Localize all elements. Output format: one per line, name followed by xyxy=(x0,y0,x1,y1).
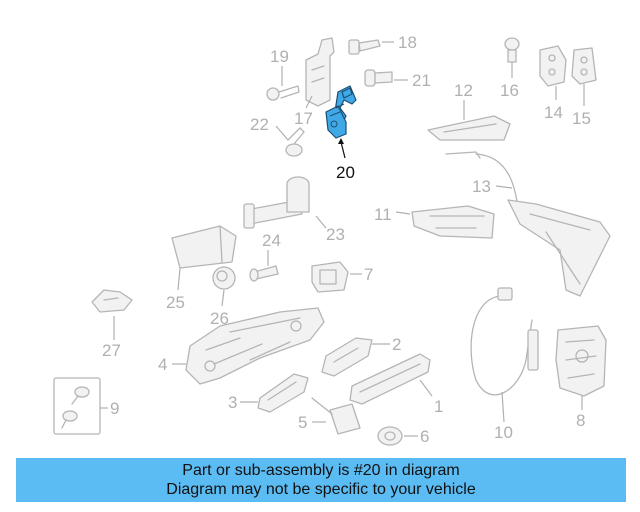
banner-line-1: Part or sub-assembly is #20 in diagram xyxy=(182,462,460,479)
part-19-bolt xyxy=(266,85,300,101)
part-16-screw xyxy=(504,37,520,63)
part-20-highlighted-bracket xyxy=(325,85,357,139)
callout-9: 9 xyxy=(110,399,119,418)
part-6-seal xyxy=(377,426,403,446)
callout-26: 26 xyxy=(210,309,229,328)
part-1-outside-handle xyxy=(349,353,431,405)
callout-24: 24 xyxy=(262,231,281,250)
part-27-clip xyxy=(91,289,133,313)
part-17-bracket xyxy=(305,37,335,107)
callout-16: 16 xyxy=(500,81,519,100)
callout-27: 27 xyxy=(102,341,121,360)
part-10-cable xyxy=(470,287,539,396)
callout-14: 14 xyxy=(544,103,563,122)
callout-22: 22 xyxy=(250,115,269,134)
part-23-door-check xyxy=(243,176,310,229)
part-25-cover xyxy=(171,225,237,269)
callout-7: 7 xyxy=(364,265,373,284)
callout-25: 25 xyxy=(166,293,185,312)
part-21-bolt xyxy=(364,69,393,87)
callout-12: 12 xyxy=(454,81,473,100)
callout-21: 21 xyxy=(412,71,431,90)
callout-8: 8 xyxy=(576,411,585,430)
part-15-pad xyxy=(571,47,597,85)
part-14-hinge xyxy=(539,45,567,87)
part-4-handle-carrier xyxy=(185,307,325,385)
info-banner: Part or sub-assembly is #20 in diagram D… xyxy=(16,458,626,502)
callout-10: 10 xyxy=(494,423,513,442)
part-2-bezel xyxy=(321,337,373,377)
callout-labels: 18 21 19 17 22 20 23 24 25 26 27 7 4 2 1… xyxy=(102,33,591,446)
part-26-grommet xyxy=(212,266,236,290)
part-9-clips xyxy=(53,377,101,435)
callout-18: 18 xyxy=(398,33,417,52)
callout-20: 20 xyxy=(336,163,355,182)
part-13-cable-assembly xyxy=(475,153,611,297)
part-24-pin xyxy=(249,265,279,282)
banner-line-2: Diagram may not be specific to your vehi… xyxy=(166,481,476,498)
part-3-gasket xyxy=(257,373,309,413)
callout-13: 13 xyxy=(472,177,491,196)
callout-6: 6 xyxy=(420,427,429,446)
callout-5: 5 xyxy=(298,413,307,432)
callout-4: 4 xyxy=(158,355,167,374)
callout-1: 1 xyxy=(434,397,443,416)
callout-15: 15 xyxy=(572,109,591,128)
part-22-bolt xyxy=(285,127,305,157)
part-11-inside-handle xyxy=(411,205,495,239)
leader-lines xyxy=(100,41,585,437)
part-18-screw xyxy=(348,39,381,55)
callout-11: 11 xyxy=(374,205,392,224)
callout-17: 17 xyxy=(294,109,313,128)
parts-diagram: 18 21 19 17 22 20 23 24 25 26 27 7 4 2 1… xyxy=(53,33,611,446)
part-5-lock-cylinder xyxy=(311,397,361,435)
callout-19: 19 xyxy=(270,47,289,66)
callout-3: 3 xyxy=(228,393,237,412)
part-7-housing xyxy=(311,261,349,293)
callout-23: 23 xyxy=(326,225,345,244)
part-12-inside-handle xyxy=(427,115,511,159)
callout-2: 2 xyxy=(392,335,401,354)
part-8-latch xyxy=(555,325,607,397)
